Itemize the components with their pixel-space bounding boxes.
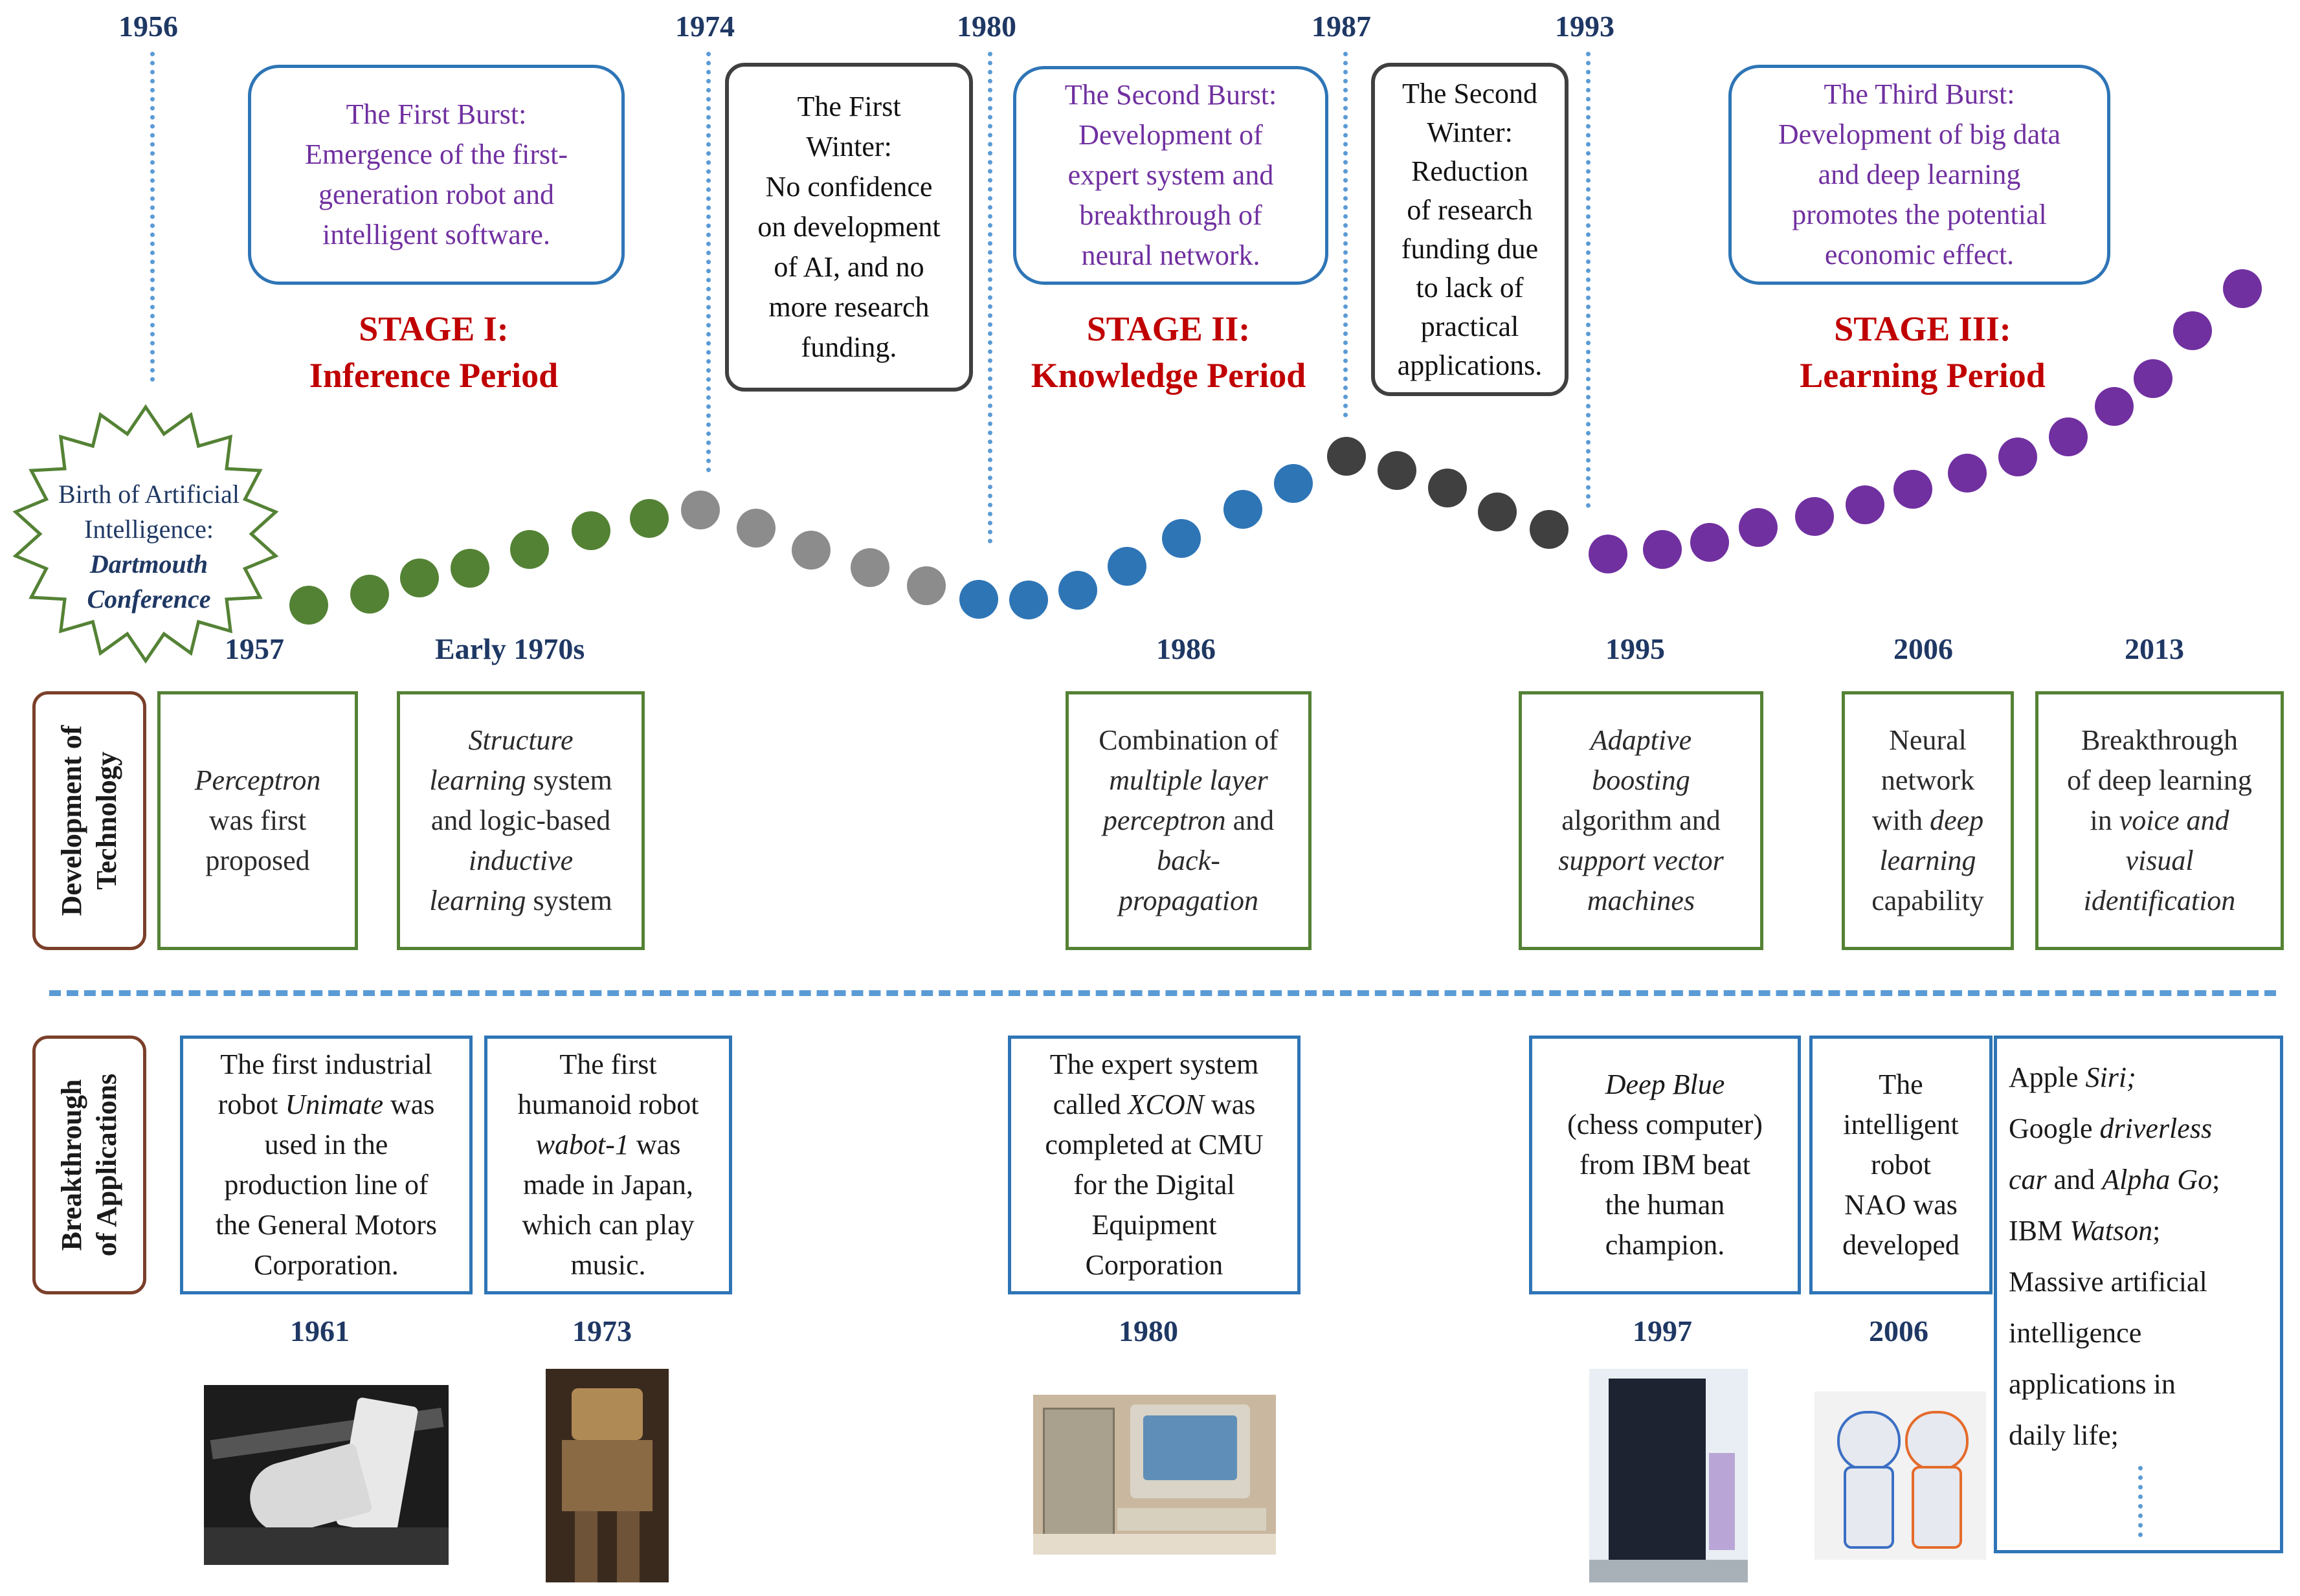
timeline-dot	[451, 549, 489, 588]
tech-box-backpropagation: Combination of multiple layer perceptron…	[1066, 691, 1312, 950]
timeline-dot	[1274, 464, 1313, 503]
tech-year-1957: 1957	[225, 632, 284, 665]
timeline-dot	[1690, 523, 1729, 562]
timeline-dot	[1009, 581, 1048, 619]
timeline-dot	[1530, 510, 1569, 549]
stage-1-label: STAGE I:Inference Period	[309, 309, 559, 395]
nao-robots-photo	[1814, 1391, 1986, 1560]
timeline-dot	[1058, 571, 1097, 610]
year-1987: 1987	[1312, 10, 1371, 43]
stage-3-label: STAGE III:Learning Period	[1800, 309, 2046, 395]
starburst-shape	[12, 404, 279, 664]
divider-1956	[150, 52, 155, 382]
timeline-dot	[1893, 470, 1932, 509]
timeline-dot	[2134, 359, 2172, 398]
continuation-dots	[2138, 1466, 2143, 1537]
app-box-deep-blue: Deep Blue(chess computer)from IBM beat t…	[1529, 1036, 1801, 1294]
app-box-unimate: The first industrial robot Unimate was u…	[180, 1036, 473, 1294]
timeline-dot	[1478, 493, 1517, 531]
timeline-dot	[851, 548, 889, 587]
timeline-dot	[1428, 469, 1467, 507]
timeline-dot	[959, 580, 998, 619]
tech-box-structure-learning: Structure learning system and logic-base…	[397, 691, 645, 950]
timeline-dot	[2095, 387, 2134, 426]
year-1956: 1956	[118, 10, 178, 43]
app-year-2006: 2006	[1869, 1314, 1928, 1347]
timeline-dot	[350, 575, 389, 614]
year-1980: 1980	[957, 10, 1016, 43]
timeline-dot	[1846, 485, 1884, 524]
timeline-dot	[572, 511, 610, 550]
divider-1980	[988, 52, 992, 544]
app-box-xcon: The expert system called XCON was comple…	[1008, 1036, 1301, 1294]
divider-1987	[1343, 52, 1348, 417]
timeline-dot	[1108, 547, 1146, 586]
timeline-dot	[2173, 311, 2212, 350]
timeline-dot	[1378, 451, 1416, 490]
timeline-dot	[2223, 269, 2262, 308]
timeline-dot	[737, 509, 776, 548]
xcon-computer-photo	[1033, 1395, 1276, 1555]
first-burst-box: The First Burst:Emergence of the first-g…	[248, 65, 625, 285]
birth-starburst	[12, 404, 279, 664]
tech-year-1995: 1995	[1605, 632, 1665, 665]
timeline-dot	[1162, 519, 1201, 558]
unimate-robot-photo	[204, 1385, 449, 1565]
timeline-dot	[400, 559, 439, 597]
wabot-robot-photo	[546, 1369, 669, 1582]
deep-blue-photo	[1589, 1369, 1748, 1582]
app-year-1961: 1961	[290, 1314, 350, 1347]
timeline-dot	[1643, 530, 1682, 569]
divider-1993	[1586, 52, 1591, 508]
timeline-dot	[792, 531, 831, 570]
timeline-dot	[681, 491, 720, 529]
app-year-1973: 1973	[572, 1314, 632, 1347]
timeline-dot	[1795, 497, 1834, 536]
timeline-dot	[1327, 437, 1366, 476]
app-year-1997: 1997	[1633, 1314, 1692, 1347]
timeline-dot	[1948, 454, 1987, 493]
timeline-dot	[1223, 490, 1262, 529]
timeline-dot	[1589, 535, 1627, 573]
stage-2-label: STAGE II:Knowledge Period	[1031, 309, 1306, 395]
section-separator	[49, 990, 2276, 996]
tech-year-2006: 2006	[1893, 632, 1953, 665]
year-1974: 1974	[675, 10, 735, 43]
timeline-dot	[907, 566, 946, 605]
timeline-dot	[1739, 508, 1778, 547]
tech-year-1986: 1986	[1156, 632, 1216, 665]
timeline-dot	[2049, 417, 2088, 456]
app-year-1980: 1980	[1119, 1314, 1178, 1347]
timeline-dot	[289, 586, 328, 625]
timeline-dot	[510, 530, 549, 569]
timeline-dot	[630, 499, 669, 538]
year-1993: 1993	[1555, 10, 1614, 43]
tech-year-early-1970s: Early 1970s	[435, 632, 585, 665]
app-box-modern-ai: Apple Siri; Google driverless car and Al…	[1994, 1036, 2283, 1553]
timeline-dot	[1998, 438, 2037, 476]
divider-1974	[706, 52, 711, 472]
tech-year-2013: 2013	[2125, 632, 2184, 665]
